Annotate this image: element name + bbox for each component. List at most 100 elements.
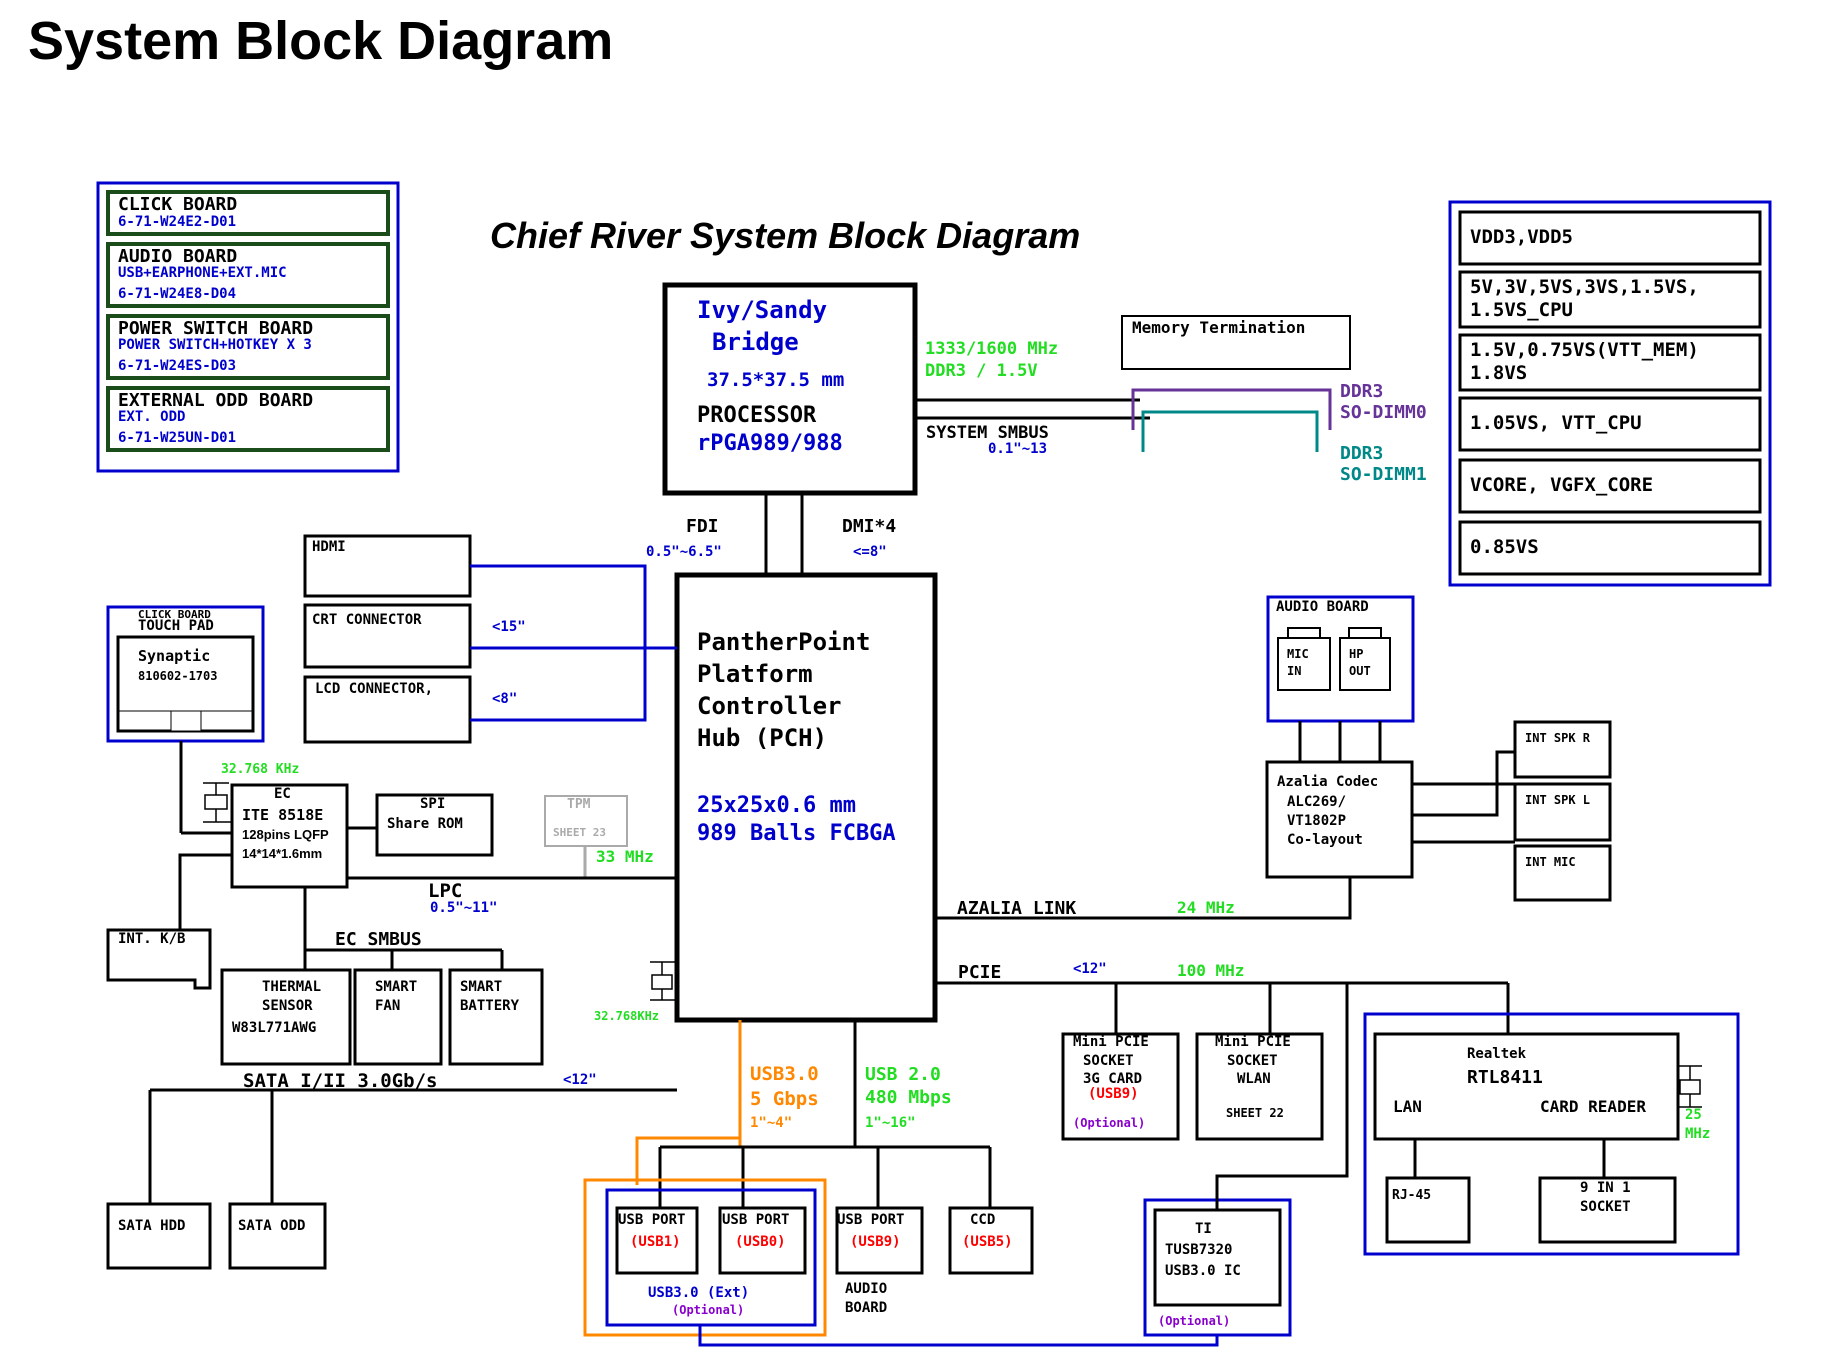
int-mic-label: INT MIC xyxy=(1525,855,1576,869)
ec-smbus-label: EC SMBUS xyxy=(335,929,422,950)
board-audio-name: AUDIO BOARD xyxy=(118,246,237,267)
lpc-label: LPC xyxy=(428,880,462,902)
usb2-len: 1"~16" xyxy=(865,1115,916,1131)
thermal-line3: W83L771AWG xyxy=(232,1020,316,1036)
rail-5v-line2: 1.5VS_CPU xyxy=(1470,299,1573,321)
azalia-codec xyxy=(1265,760,1414,879)
board-odd-name: EXTERNAL ODD BOARD xyxy=(118,390,313,411)
system-smbus-label: SYSTEM SMBUS xyxy=(926,423,1049,443)
ti-line2: TUSB7320 xyxy=(1165,1242,1232,1258)
rail-vcore xyxy=(1458,458,1762,514)
rail-5v xyxy=(1458,270,1762,329)
lcd-connector xyxy=(303,675,472,744)
codec-line1: Azalia Codec xyxy=(1277,774,1378,790)
pch-crystal-icon xyxy=(651,974,673,990)
sata-odd xyxy=(228,1202,327,1270)
page-title: System Block Diagram xyxy=(28,11,614,71)
smart-fan xyxy=(353,968,443,1066)
rail-1v5-line1: 1.5V,0.75VS(VTT_MEM) xyxy=(1470,339,1699,361)
usb3-ext-group xyxy=(583,1178,827,1337)
usb-port-9-id: (USB9) xyxy=(850,1234,901,1250)
codec-line2: ALC269/ xyxy=(1287,794,1346,810)
usb3-speed: 5 Gbps xyxy=(750,1088,819,1110)
realtek-clk-1: 25 xyxy=(1685,1107,1702,1123)
mini-wlan-line2: SOCKET xyxy=(1227,1053,1278,1069)
keyboard-connector xyxy=(106,928,212,990)
usb3-ext-inner xyxy=(605,1188,817,1327)
cpu-line1: Ivy/Sandy xyxy=(697,296,827,324)
audio-board-label-2: BOARD xyxy=(845,1300,887,1316)
ti-usb3-ic xyxy=(1153,1208,1282,1307)
cpu-line2: Bridge xyxy=(712,328,799,356)
smart-battery xyxy=(448,968,544,1066)
sata-label: SATA I/II 3.0Gb/s xyxy=(243,1070,437,1092)
rail-5v-line1: 5V,3V,5VS,3VS,1.5VS, xyxy=(1470,276,1699,298)
mic-in-line1: MIC xyxy=(1287,647,1309,661)
board-odd-desc: EXT. ODD xyxy=(118,409,185,425)
board-click xyxy=(106,190,390,236)
mini-pcie-3g xyxy=(1061,1032,1180,1141)
realtek-group xyxy=(1363,1012,1740,1256)
mini-3g-line2: SOCKET xyxy=(1083,1053,1134,1069)
dimm0-slot xyxy=(1131,388,1332,430)
realtek-card: CARD READER xyxy=(1540,1097,1646,1116)
crt-connector xyxy=(303,603,472,669)
board-ext-odd xyxy=(106,386,390,452)
lcd-label: LCD CONNECTOR, xyxy=(315,681,433,697)
tpm-title: TPM xyxy=(567,797,591,812)
click-board-group xyxy=(106,605,265,743)
thermal-sensor xyxy=(220,968,352,1066)
power-rails-group xyxy=(1448,200,1772,587)
hp-out-line2: OUT xyxy=(1349,664,1371,678)
sata-len: <12" xyxy=(563,1072,597,1088)
ccd-camera xyxy=(948,1206,1034,1275)
usb-port-0-label: USB PORT xyxy=(722,1212,789,1228)
tpm-clk: 33 MHz xyxy=(596,847,654,866)
rj45-label: RJ-45 xyxy=(1392,1188,1431,1203)
rail-0v85-label: 0.85VS xyxy=(1470,536,1539,558)
pch-line2: Platform xyxy=(697,660,813,688)
mini-wlan-sheet: SHEET 22 xyxy=(1226,1106,1284,1120)
board-audio xyxy=(106,242,390,308)
mic-in-jack xyxy=(1277,637,1331,691)
ec-pkg: 128pins LQFP xyxy=(242,827,329,842)
touchpad-board: CLICK BOARD xyxy=(138,608,211,621)
mini-pcie-wlan xyxy=(1195,1032,1324,1141)
sata-odd-label: SATA ODD xyxy=(238,1218,305,1234)
usb3-ext-label: USB3.0 (Ext) xyxy=(648,1285,749,1301)
ec-crystal-icon xyxy=(204,794,228,810)
ccd-port: (USB5) xyxy=(962,1234,1013,1250)
lcd-len: <8" xyxy=(492,691,517,707)
touchpad-button xyxy=(170,710,202,732)
thermal-line1: THERMAL xyxy=(262,979,321,995)
board-audio-pn: 6-71-W24E8-D04 xyxy=(118,286,236,302)
board-power-name: POWER SWITCH BOARD xyxy=(118,318,313,339)
usb-port-1 xyxy=(615,1206,699,1275)
usb3-ext-note: (Optional) xyxy=(672,1303,744,1317)
dimm1-slot xyxy=(1141,410,1319,452)
usb-port-0-id: (USB0) xyxy=(735,1234,786,1250)
hdmi-label: HDMI xyxy=(312,539,346,555)
usb3-len: 1"~4" xyxy=(750,1115,792,1131)
pcie-clk: 100 MHz xyxy=(1177,961,1244,980)
mic-in-jack-top xyxy=(1287,627,1321,639)
socket-line1: 9 IN 1 xyxy=(1580,1180,1631,1196)
spk-l-label: INT SPK L xyxy=(1525,793,1590,807)
mini-3g-note: (Optional) xyxy=(1073,1116,1145,1130)
pch-package: 989 Balls FCBGA xyxy=(697,821,896,846)
board-odd-pn: 6-71-W25UN-D01 xyxy=(118,430,236,446)
rail-0v85 xyxy=(1458,520,1762,576)
ti-usb3-link xyxy=(698,1325,1219,1347)
azalia-clk: 24 MHz xyxy=(1177,898,1235,917)
spi-rom xyxy=(375,793,494,857)
spk-r-label: INT SPK R xyxy=(1525,731,1591,745)
mini-wlan-line3: WLAN xyxy=(1237,1071,1271,1087)
ec-title: EC xyxy=(274,786,291,802)
dmi-label: DMI*4 xyxy=(842,516,896,537)
hp-out-jack-top xyxy=(1348,627,1382,639)
mem-term-label: Memory Termination xyxy=(1132,318,1305,337)
ti-note: (Optional) xyxy=(1158,1314,1230,1328)
audio-board-label-1: AUDIO xyxy=(845,1281,887,1297)
pch-block xyxy=(674,572,938,1023)
rail-1v5 xyxy=(1458,333,1762,392)
